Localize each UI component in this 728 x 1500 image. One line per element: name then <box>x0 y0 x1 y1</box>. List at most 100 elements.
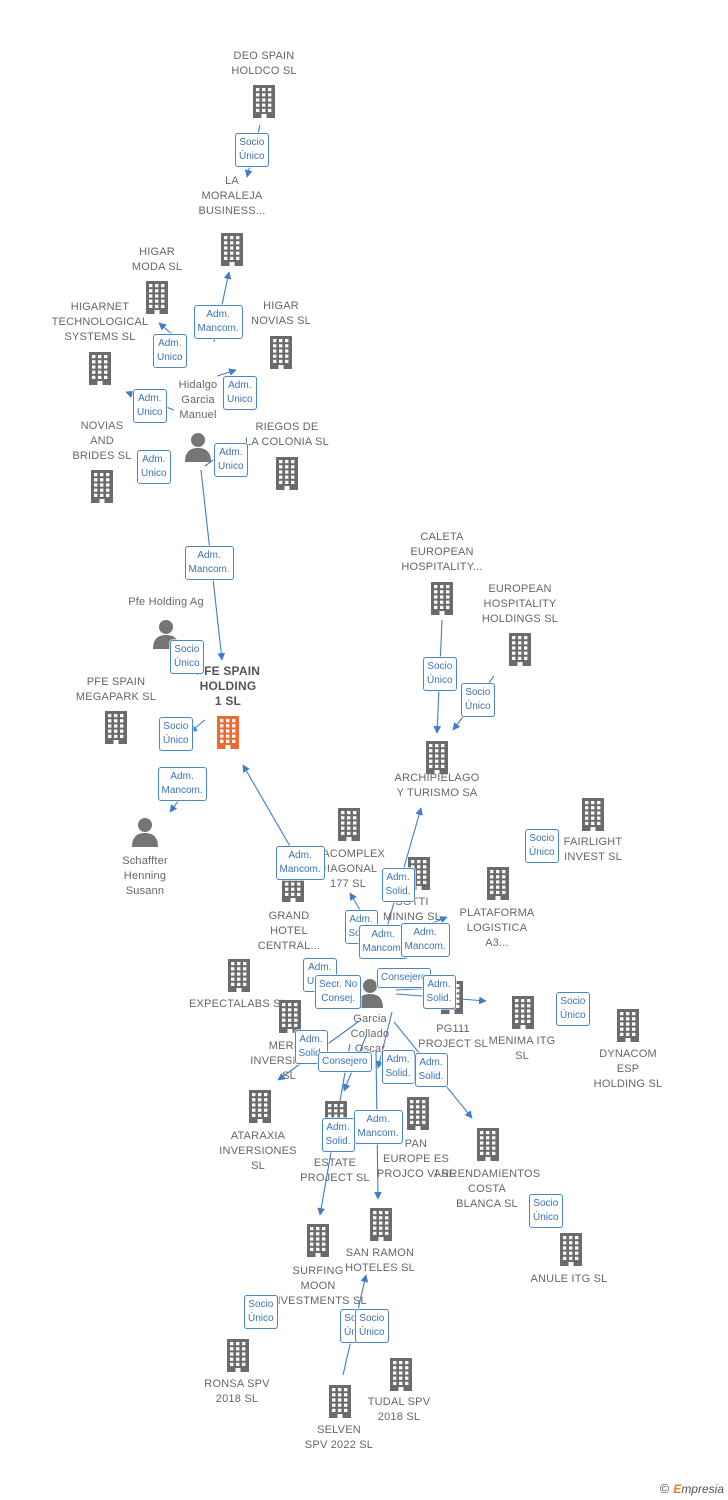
brand-logo[interactable]: ©Empresia <box>660 1481 724 1496</box>
building-icon[interactable] <box>103 710 129 749</box>
role-badge[interactable]: Adm.Mancom. <box>275 846 325 880</box>
role-badge[interactable]: Adm.Solid. <box>381 1050 415 1084</box>
building-icon[interactable] <box>268 335 294 374</box>
role-badge[interactable]: Consejero <box>318 1052 372 1072</box>
building-icon[interactable] <box>368 1207 394 1246</box>
building-icon[interactable] <box>507 632 533 671</box>
building-icon[interactable] <box>219 232 245 271</box>
building-icon[interactable] <box>144 280 170 319</box>
role-badge[interactable]: Adm.Mancom. <box>184 546 234 580</box>
role-badge[interactable]: Adm.Mancom. <box>358 925 408 959</box>
building-icon[interactable] <box>558 1232 584 1271</box>
building-icon[interactable] <box>327 1384 353 1423</box>
role-badge[interactable]: Adm.Solid. <box>321 1118 355 1152</box>
role-badge[interactable]: Adm.Unico <box>214 443 248 477</box>
building-icon[interactable] <box>510 995 536 1034</box>
building-icon[interactable] <box>475 1127 501 1166</box>
building-icon[interactable] <box>405 1096 431 1135</box>
role-badge-line: Mancom. <box>197 323 239 334</box>
node-label-line: FAIRLIGHT <box>563 836 623 848</box>
role-badge[interactable]: Adm.Mancom. <box>157 767 207 801</box>
role-badge[interactable]: Adm.Unico <box>153 334 187 368</box>
person-icon[interactable] <box>184 432 212 467</box>
role-badge[interactable]: Adm.Solid. <box>381 868 415 902</box>
building-icon[interactable] <box>87 351 113 390</box>
building-icon[interactable] <box>226 958 252 997</box>
role-badge[interactable]: Adm.Unico <box>133 389 167 423</box>
building-icon[interactable] <box>388 1357 414 1396</box>
building-icon[interactable] <box>485 866 511 905</box>
building-icon[interactable] <box>277 999 303 1038</box>
node-pfe_ag[interactable]: Pfe Holding Ag <box>101 595 231 610</box>
building-icon[interactable] <box>251 84 277 123</box>
node-label-line: HIGARNET <box>70 300 130 313</box>
node-expectalabs[interactable]: EXPECTALABS SL <box>173 997 303 1012</box>
building-icon[interactable] <box>215 715 241 754</box>
building-icon[interactable] <box>336 807 362 846</box>
role-badge[interactable]: Adm.Mancom. <box>193 305 243 339</box>
node-label-line: EXPECTALABS SL <box>189 997 287 1010</box>
building-icon[interactable] <box>424 740 450 779</box>
role-badge[interactable]: Adm.Mancom. <box>400 923 450 957</box>
role-badge[interactable]: Adm.Solid. <box>422 975 456 1009</box>
role-badge[interactable]: Adm.Mancom. <box>353 1110 403 1144</box>
role-badge[interactable]: Adm.Unico <box>223 376 257 410</box>
role-badge[interactable]: Adm.Unico <box>137 450 171 484</box>
building-icon[interactable] <box>305 1223 331 1262</box>
building-icon[interactable] <box>615 1008 641 1047</box>
building-icon[interactable] <box>89 469 115 508</box>
building-icon[interactable] <box>429 581 455 620</box>
node-anule[interactable]: ANULE ITG SL <box>504 1272 634 1287</box>
building-icon[interactable] <box>225 1338 251 1377</box>
copyright-symbol: © <box>659 1481 670 1496</box>
building-icon[interactable] <box>580 797 606 836</box>
building-icon[interactable] <box>274 456 300 495</box>
person-icon[interactable] <box>356 978 384 1013</box>
person-icon[interactable] <box>131 817 159 852</box>
role-badge[interactable]: Adm.Solid. <box>414 1053 448 1087</box>
building-icon[interactable] <box>247 1089 273 1128</box>
